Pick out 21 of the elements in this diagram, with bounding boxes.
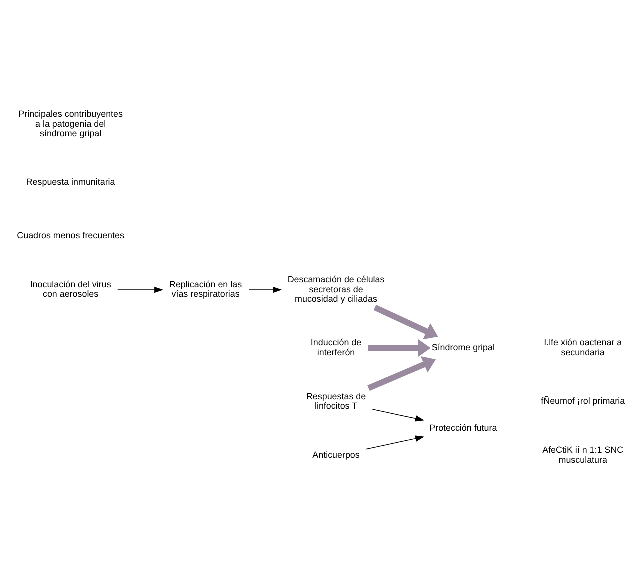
arrow xyxy=(374,304,438,340)
node-text: Inducción de interferón xyxy=(310,337,362,357)
arrow xyxy=(118,286,164,293)
label: Cuadros menos frecuentes xyxy=(17,230,124,240)
node-text: Inoculación del virus con aerosoles xyxy=(30,279,112,299)
node-text: Síndrome gripal xyxy=(432,342,495,352)
label: I.lfe xión oactenar a secundaria xyxy=(544,337,622,357)
arrow xyxy=(368,356,436,391)
arrow xyxy=(368,338,431,357)
label: Respuesta inmunitaria xyxy=(26,176,116,186)
arrow xyxy=(366,435,425,450)
node-text: Protección futura xyxy=(430,422,498,433)
arrow xyxy=(248,286,282,293)
node-text: Descamación de células secretoras de mucosidad y ciliadas xyxy=(288,274,385,304)
label: fÑeumof ¡rol primaria xyxy=(541,396,626,406)
label: Principales contribuyentes a la patogenia del síndrome gripal xyxy=(18,108,123,138)
arrow xyxy=(372,408,424,422)
node-text: Anticuerpos xyxy=(312,449,360,460)
label: AfeCtiK ií n 1:1 SNC musculatura xyxy=(542,444,624,464)
node-text: Replicación en las vías respiratorias xyxy=(170,279,242,299)
node-text: Respuestas de linfocitos T xyxy=(306,390,366,411)
